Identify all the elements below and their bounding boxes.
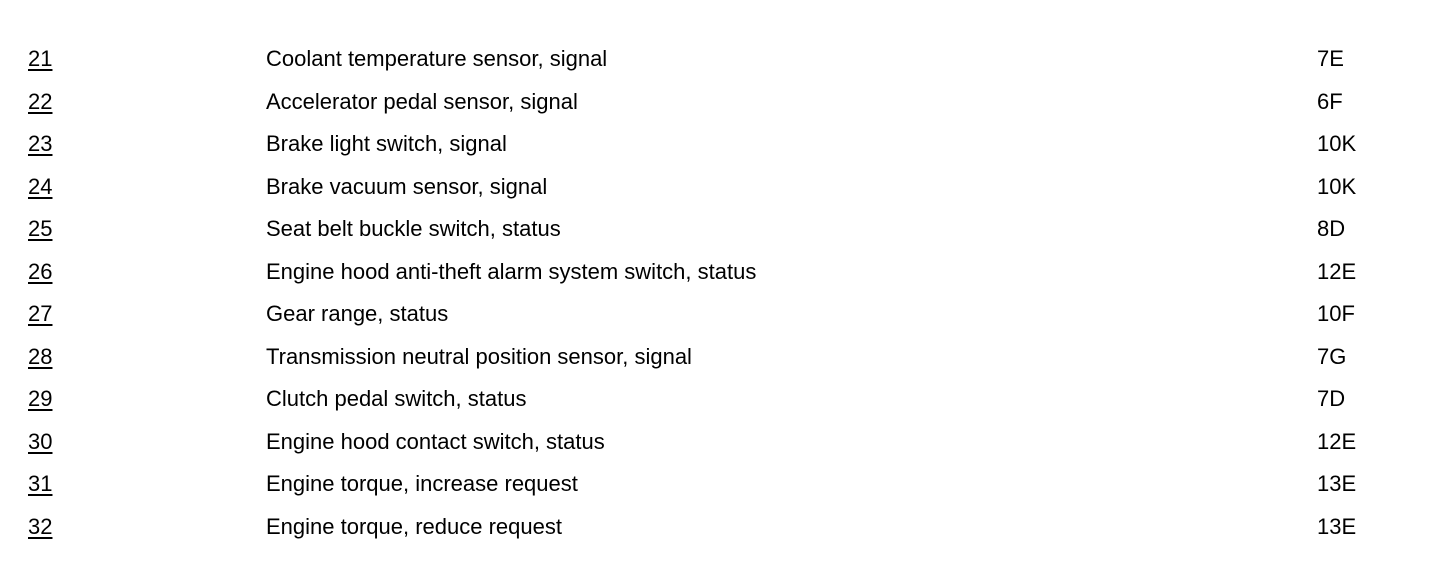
legend-grid-reference: 10F: [1317, 301, 1355, 326]
legend-row: 31 Engine torque, increase request 13E: [0, 463, 1440, 506]
legend-number-link[interactable]: 29: [28, 386, 53, 411]
legend-grid-reference: 10K: [1317, 131, 1357, 156]
legend-row: 32 Engine torque, reduce request 13E: [0, 506, 1440, 549]
legend-grid-reference: 7G: [1317, 343, 1347, 369]
legend-number-link[interactable]: 23: [28, 131, 53, 156]
legend-grid-reference: 7D: [1317, 386, 1346, 411]
legend-description: Engine torque, increase request: [266, 471, 578, 496]
legend-grid-reference: 12E: [1317, 428, 1357, 454]
legend-row: 24 Brake vacuum sensor, signal 10K: [0, 166, 1440, 209]
legend-grid-reference: 13E: [1317, 471, 1357, 496]
legend-grid-reference: 8D: [1317, 216, 1346, 241]
legend-number-link[interactable]: 31: [28, 471, 53, 496]
legend-row: 25 Seat belt buckle switch, status 8D: [0, 208, 1440, 251]
legend-row: 23 Brake light switch, signal 10K: [0, 123, 1440, 166]
legend-grid-reference: 6F: [1317, 88, 1343, 114]
legend-grid-reference: 10K: [1317, 173, 1357, 199]
legend-row: 27 Gear range, status 10F: [0, 293, 1440, 336]
legend-row: 29 Clutch pedal switch, status 7D: [0, 378, 1440, 421]
legend-description: Engine torque, reduce request: [266, 513, 562, 539]
legend-grid-reference: 13E: [1317, 513, 1357, 539]
legend-number-link[interactable]: 21: [28, 46, 53, 71]
legend-row: 26 Engine hood anti-theft alarm system s…: [0, 251, 1440, 294]
legend-row: 30 Engine hood contact switch, status 12…: [0, 421, 1440, 464]
legend-number-link[interactable]: 25: [28, 216, 53, 241]
legend-description: Accelerator pedal sensor, signal: [266, 88, 578, 114]
legend-description: Transmission neutral position sensor, si…: [266, 343, 692, 369]
legend-row: 28 Transmission neutral position sensor,…: [0, 336, 1440, 379]
legend-grid-reference: 12E: [1317, 258, 1357, 284]
legend-row: 22 Accelerator pedal sensor, signal 6F: [0, 81, 1440, 124]
legend-number-link[interactable]: 30: [28, 428, 53, 454]
legend-description: Coolant temperature sensor, signal: [266, 46, 608, 71]
legend-grid-reference: 7E: [1317, 46, 1344, 71]
legend-description: Clutch pedal switch, status: [266, 386, 527, 411]
legend-description: Brake light switch, signal: [266, 131, 507, 156]
legend-description: Brake vacuum sensor, signal: [266, 173, 548, 199]
legend-number-link[interactable]: 24: [28, 173, 53, 199]
legend-number-link[interactable]: 27: [28, 301, 53, 326]
legend-number-link[interactable]: 22: [28, 88, 53, 114]
legend-description: Engine hood anti-theft alarm system swit…: [266, 258, 757, 284]
legend-description: Engine hood contact switch, status: [266, 428, 605, 454]
legend-description: Seat belt buckle switch, status: [266, 216, 561, 241]
legend-number-link[interactable]: 26: [28, 258, 53, 284]
legend-description: Gear range, status: [266, 301, 449, 326]
legend-number-link[interactable]: 32: [28, 513, 53, 539]
legend-number-link[interactable]: 28: [28, 343, 53, 369]
legend-row: 21 Coolant temperature sensor, signal 7E: [0, 38, 1440, 81]
legend-table: 21 Coolant temperature sensor, signal 7E…: [0, 38, 1440, 548]
